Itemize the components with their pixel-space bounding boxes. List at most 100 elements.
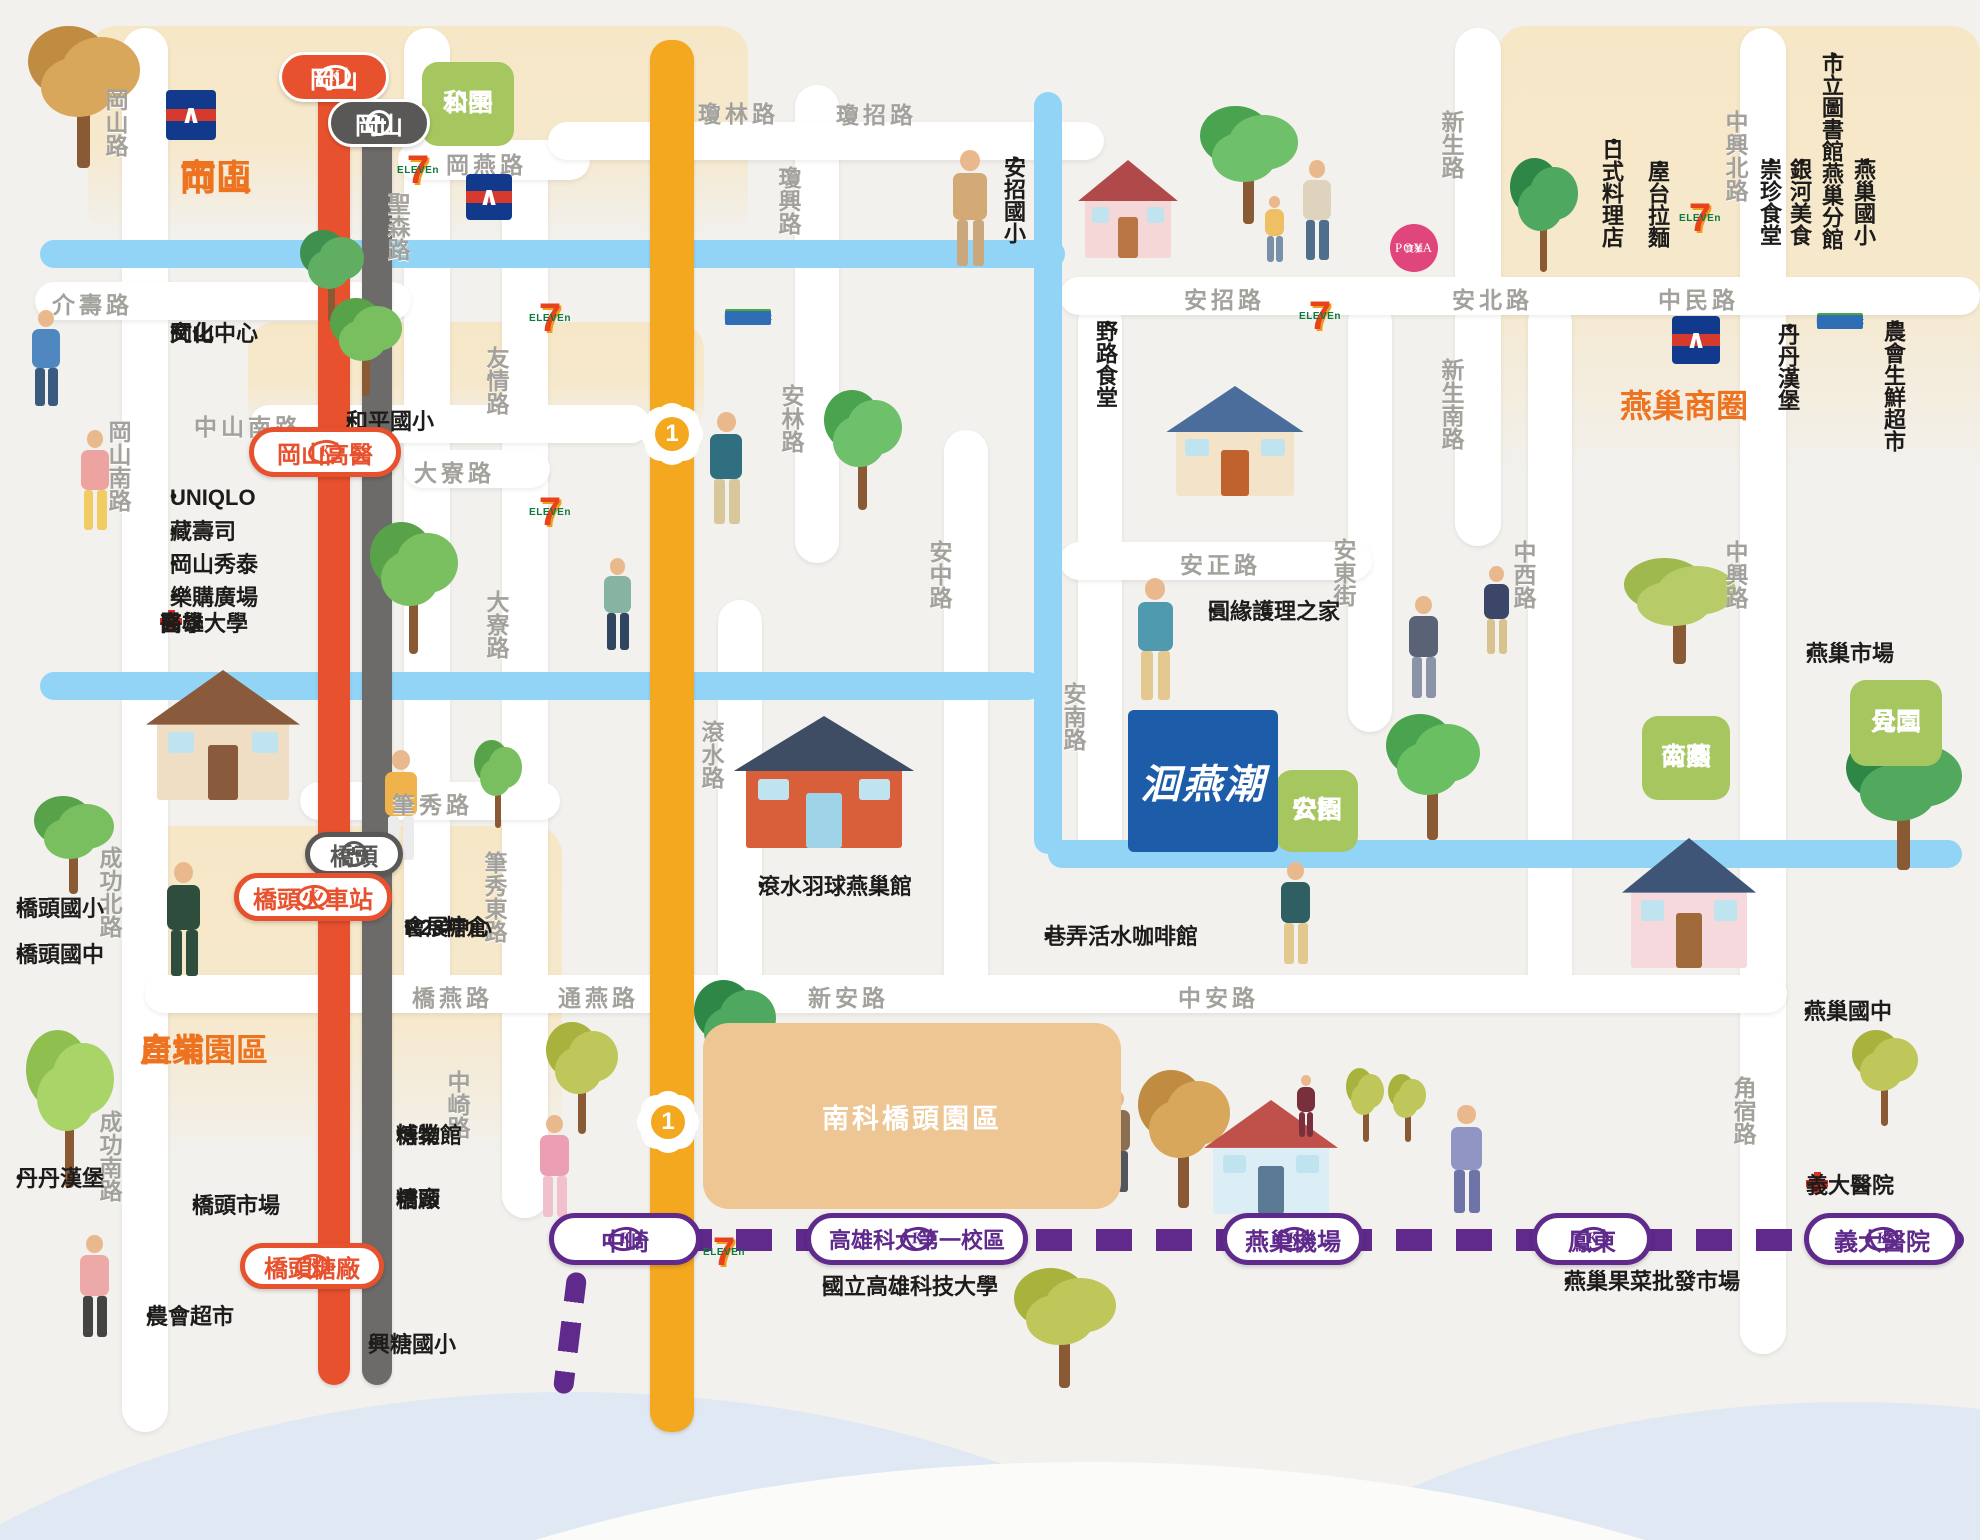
poi-label: 丹丹漢堡 — [1775, 323, 1800, 411]
tree — [1386, 714, 1480, 840]
road-zhongxing-jiaosu-rd — [1740, 28, 1786, 1354]
park-heping: 和平公園 — [422, 62, 514, 146]
station-name: 橋頭火車站 — [253, 886, 373, 914]
road-annan-rd — [1078, 300, 1122, 860]
poi-bullet-icon: • — [346, 410, 354, 432]
poi-bullet-icon: • — [396, 1124, 404, 1146]
park-nanyan: 南燕公園 — [1642, 716, 1730, 800]
tree — [300, 230, 364, 322]
person — [600, 558, 635, 650]
poi-label: 燕巢國中 — [1804, 999, 1893, 1024]
area-label-line: 燕巢商圈 — [1620, 388, 1749, 424]
poi-bullet-icon: • — [1778, 323, 1800, 331]
house — [1078, 160, 1178, 258]
tra-logo-icon — [341, 841, 367, 867]
poi-label: 滾水羽球燕巢館 — [758, 874, 913, 899]
tree — [1014, 1268, 1116, 1388]
poi-bullet-icon: • — [192, 1194, 200, 1216]
house — [1166, 386, 1304, 496]
road-anzhao-anbei-zhongmin-rd — [1060, 277, 1980, 315]
park-label: 安招 — [1291, 796, 1342, 825]
project-name: 洄燕潮 — [1140, 761, 1266, 808]
poi-label: 興糖國小 — [368, 1332, 457, 1357]
road-anzhong-rd — [944, 430, 988, 996]
person — [1298, 160, 1336, 260]
poi-label: 屋台拉麵 — [1645, 160, 1670, 248]
tree — [1624, 558, 1736, 664]
poi-label: 橋頭國中 — [16, 942, 105, 967]
person — [162, 862, 205, 976]
poi-bullet-icon: • — [1044, 925, 1052, 947]
station-name: 燕巢機場 — [1245, 1228, 1341, 1256]
road-qionglin-qiongzhao-rd — [548, 122, 1104, 160]
person — [75, 1235, 114, 1337]
poi-label: 樂購廣場 — [170, 585, 259, 610]
poi-label: 文化中心 — [170, 321, 259, 346]
poi-label: 國立高雄科技大學 — [822, 1274, 999, 1299]
poi-bullet-icon: • — [146, 1305, 154, 1327]
pxmart-icon: ∧ — [166, 90, 216, 140]
road-andong-st — [1348, 300, 1392, 732]
tra-logo-icon — [366, 110, 392, 136]
person — [1276, 862, 1315, 964]
road-zhongxi-rd — [1528, 300, 1572, 1006]
tree — [1510, 158, 1578, 272]
tree — [474, 740, 522, 828]
poi-bullet-icon: • — [822, 1275, 830, 1297]
poi-bullet-icon: • — [16, 943, 24, 965]
river-branch-north — [1034, 92, 1062, 264]
station-name: 橋頭糖廠 — [264, 1255, 360, 1283]
road-qiongxing-anlin-rd — [795, 85, 839, 563]
poi-bullet-icon: • — [1096, 320, 1118, 328]
poi-label: 會展中心 — [404, 915, 493, 940]
poi-bullet-icon: • — [1602, 138, 1624, 146]
poi-label: UNIQLO — [170, 485, 256, 510]
purple-mrt-extension-line-south-branch — [552, 1271, 588, 1395]
poi-bullet-icon: • — [170, 586, 178, 608]
poi-bullet-icon: • — [1884, 320, 1906, 328]
poi-bullet-icon: • — [16, 897, 24, 919]
poi-label: 市立圖書館燕巢分館 — [1819, 52, 1844, 250]
station-name: 橋頭 — [330, 843, 378, 871]
poi-label: 義大醫院 — [1806, 1173, 1895, 1198]
poi-label: 橋頭 — [396, 1187, 441, 1212]
tree — [546, 1022, 618, 1134]
poi-label: 日式料理店 — [1599, 138, 1624, 248]
person — [1294, 1075, 1318, 1137]
poi-label: 丹丹漢堡 — [16, 1166, 105, 1191]
area-label-line: 岡山 — [180, 157, 253, 198]
tree — [370, 522, 458, 654]
poi-label: 橋頭市場 — [192, 1193, 281, 1218]
person — [28, 310, 64, 406]
poi-label: 高雄 — [160, 611, 205, 636]
poi-bullet-icon: • — [1208, 600, 1216, 622]
poi-label: 藏壽司 — [170, 519, 237, 544]
person — [1132, 578, 1178, 700]
person — [705, 412, 748, 524]
park-label: 公園 — [442, 89, 493, 118]
highway-1-shield-south: 1 — [644, 1098, 692, 1146]
person — [948, 150, 992, 266]
station-name: 中崎 — [601, 1228, 649, 1256]
poi-bullet-icon: • — [170, 520, 178, 542]
poi-bullet-icon: • — [170, 322, 178, 344]
tree — [1346, 1068, 1384, 1142]
person — [1446, 1105, 1487, 1213]
poi-label: R23糖倉 — [404, 915, 489, 940]
hospital-cross-icon — [160, 610, 182, 632]
poi-label: 燕巢果菜批發市場 — [1564, 1269, 1741, 1294]
station-badge-qiaotou-tra: 橋頭 — [305, 832, 403, 876]
park-label: 和平 — [442, 89, 493, 118]
pxmart-icon: ∧ — [1672, 316, 1720, 364]
nanke-qiaotou-park: 南科橋頭園區 — [703, 1023, 1121, 1209]
hospital-cross-icon — [1806, 1172, 1828, 1194]
provincial-highway-1 — [650, 40, 694, 1432]
